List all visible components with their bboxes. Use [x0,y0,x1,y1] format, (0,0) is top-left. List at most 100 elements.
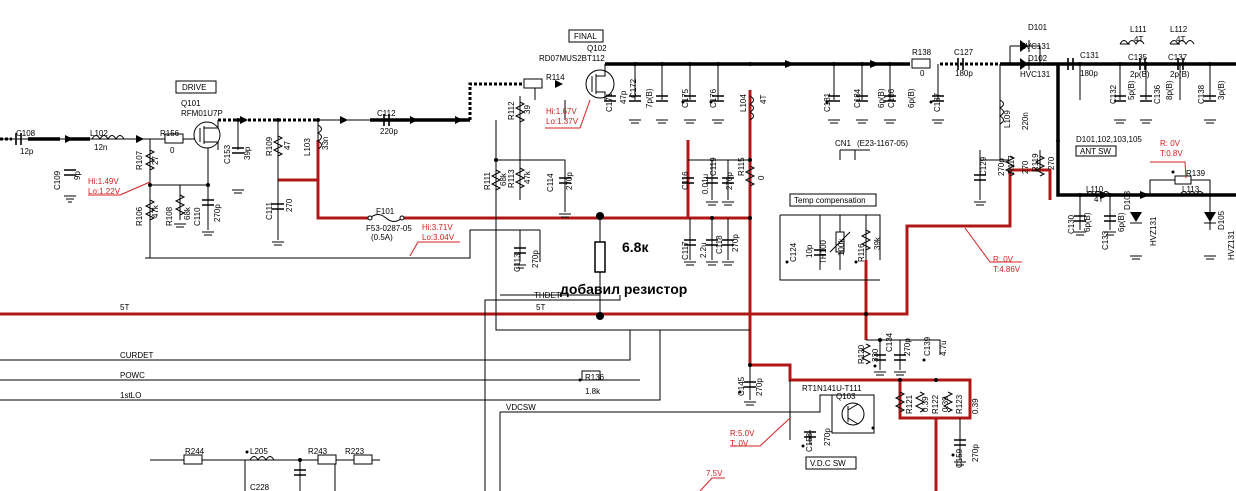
c184-label: C184 [853,88,862,108]
r117-label: R117 [1007,155,1016,174]
r139-label: R139 [1186,169,1206,178]
r108-label: R108 [165,206,174,226]
c129-value: 270p [997,158,1006,176]
r107-value: 27 [151,156,160,165]
c171-label: C171 [605,92,614,112]
r223-label: R223 [345,447,365,456]
c138-label: C138 [1197,84,1206,104]
semiconductor-labels: Q101 RFM01U7P Q102 RD07MUS2BT112 RT1N141… [181,23,1236,401]
diode-group-label: D101,102,103,105 [1076,135,1142,144]
c118-value: 270p [731,234,740,252]
sw-r-voltage: R: 0V [1160,139,1181,148]
net-powc: POWC [120,371,145,380]
modification-annotation: 6.8к добавил резистор [560,239,687,297]
c109-label: C109 [53,170,62,190]
c114-label: C114 [546,173,555,192]
c137-label: C137 [1168,53,1188,62]
l104-label: L104 [739,94,748,112]
r136-value: 1.8k [585,387,601,396]
l205-label: L205 [250,447,268,456]
r119-label: R119 [1031,153,1040,172]
c175-label: C175 [681,88,690,108]
r121-label: R121 [905,394,914,414]
d105-part-label: HVZ131 [1227,230,1236,260]
net-vdcsw: VDCSW [506,403,536,412]
r121-value: 0.39 [921,396,930,412]
part-labels-horizontal: C108 12p L102 12n R156 0 C112 220p F101 … [16,25,1206,491]
r116-value: 39k [873,236,882,250]
r138-value: 0 [920,69,925,78]
r123-label: R123 [955,394,964,414]
c108-label: C108 [16,129,36,138]
r244-label: R244 [185,447,205,456]
r113-label: R113 [507,169,516,188]
vdc-t-voltage: T: 0V [730,439,749,448]
q103-label: Q103 [836,392,856,401]
ant-r-voltage: R: 0V [993,255,1014,264]
r107-label: R107 [135,150,144,170]
r115-label: R115 [737,157,746,176]
r120-value: 330 [871,348,880,362]
q103-part-label: RT1N141U-T111 [802,384,862,393]
q102-lo-voltage: Lo:1.37V [546,117,579,126]
c109-value: 9p [73,171,82,180]
r109-label: R109 [265,136,274,156]
c172-label: C172 [629,78,638,98]
c127-label: C127 [954,48,974,57]
c119-value: 270p [725,172,734,190]
l102-label: L102 [90,129,108,138]
r120-label: R120 [857,344,866,364]
c158-value: 270p [823,428,832,446]
r115-value: 0 [757,175,766,180]
d102-label: D102 [1028,54,1048,63]
components [15,40,1216,476]
c145-value: 270p [755,378,764,396]
f101-lo-voltage: Lo:3.04V [422,233,455,242]
part-labels-vertical: C109 9p R107 27 R106 47k R108 68k C110 2… [53,78,1226,468]
net-thdet: THDET [534,291,561,300]
c139-value: 4.7u [939,340,948,356]
c127-value: 180p [955,69,973,78]
c136-label: C136 [1153,84,1162,104]
l112-label: L112 [1170,25,1188,34]
r106-value: 47k [151,204,160,218]
c134-value: 270p [903,338,912,356]
l103-value: 33n [321,137,330,150]
f101-rating-label: (0.5A) [371,233,393,242]
d101-part-label: HVC131 [1020,42,1051,51]
net-5t-left: 5T [120,303,129,312]
section-box-labels: DRIVE FINAL Temp compensation ANT SW V.D… [182,32,1111,468]
voltage-annotations: Hi:1.49V Lo:1.22V Hi:3.71V Lo:3.04V Hi:1… [88,99,1187,491]
f101-hi-voltage: Hi:3.71V [422,223,453,232]
c112-label: C112 [377,109,396,118]
c113-label: C113 [513,253,522,272]
c114-value: 270p [565,172,574,190]
cn1-part-label: (E23-1167-05) [857,139,908,148]
c135-value: 2p(B) [1130,70,1150,79]
c130-value: 6p(B) [1083,212,1092,232]
c110-label: C110 [193,207,202,226]
q102-hi-voltage: Hi:1.67V [546,107,577,116]
c171-value: 47p [619,90,628,104]
c111-value: 270 [285,198,294,212]
q101-part-label: RFM01U7P [181,109,223,118]
vdc-r-voltage: R:5.0V [730,429,755,438]
r122-label: R122 [931,394,940,414]
r156-label: R156 [160,129,180,138]
r116-label: R116 [857,243,866,262]
f101-part-label: F53-0287-05 [366,224,412,233]
l102-value: 12n [94,143,107,152]
drive-box-label: DRIVE [182,83,206,92]
red-power-traces [0,90,1052,491]
c108-value: 12p [20,147,34,156]
c158-label: C158 [805,432,814,452]
c137-value: 2p(B) [1170,70,1190,79]
c129-label: C129 [979,156,988,176]
l113-label: L113 [1182,185,1200,194]
l109-value: 220n [1021,112,1030,130]
r113-value: 47k [523,170,532,184]
added-resistor-note: добавил резистор [560,281,687,297]
r109-value: 47 [283,141,292,150]
r119-value: 270 [1047,156,1056,170]
